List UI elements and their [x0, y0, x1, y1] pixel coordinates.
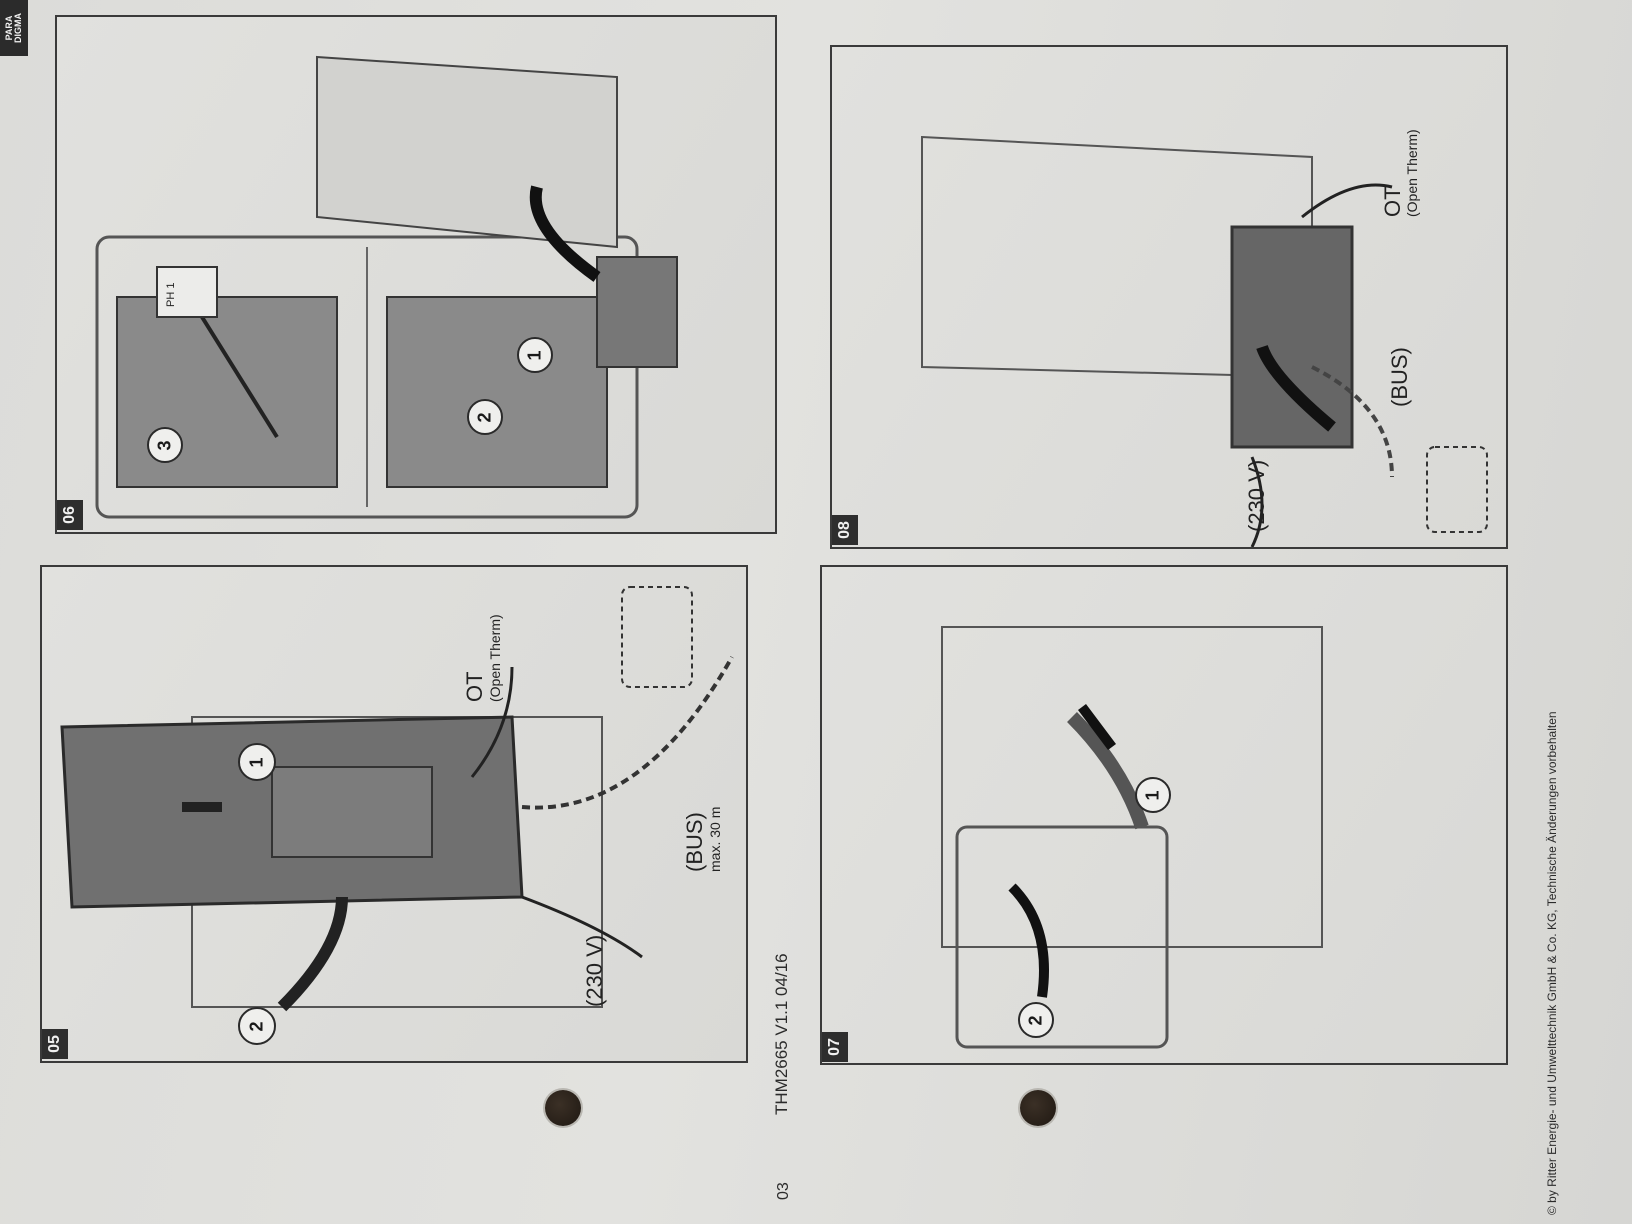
- panel-05: 05 1 2 (230 V) (BUS) max. 30 m OT (Open …: [40, 565, 748, 1063]
- label-bus: (BUS): [682, 812, 707, 872]
- arrow-install: [529, 185, 601, 282]
- callout-1: 1: [1135, 777, 1171, 813]
- callout-1: 1: [517, 337, 553, 373]
- bus-cable: [521, 656, 734, 810]
- callout-2: 2: [1018, 1002, 1054, 1038]
- punch-hole-top: [545, 1090, 581, 1126]
- copyright-notice: © by Ritter Energie- und Umwelttechnik G…: [1545, 711, 1559, 1215]
- panel-08: 08 (230 V) (BUS) OT (Open Therm): [830, 45, 1508, 549]
- arrow-rotate: [1008, 883, 1049, 998]
- punch-hole-bottom: [1020, 1090, 1056, 1126]
- detail-frame: [955, 825, 1169, 1049]
- label-ot: OT: [462, 671, 487, 702]
- callout-3: 3: [147, 427, 183, 463]
- arrow-release: [277, 896, 348, 1012]
- callout-2: 2: [238, 1007, 276, 1045]
- boiler-outline: [941, 626, 1323, 948]
- ot-cable: [470, 666, 514, 778]
- callout-1: 1: [238, 743, 276, 781]
- arrow-attach: [1256, 344, 1336, 432]
- power-cable: [1250, 456, 1264, 547]
- tool-icon-box: [156, 266, 218, 318]
- paradigma-logo: PARA DIGMA: [0, 0, 28, 56]
- panel-07: 07 1 2: [820, 565, 1508, 1065]
- page-number: 03: [775, 1182, 792, 1200]
- controller-cover: [1230, 225, 1354, 449]
- step-number-05: 05: [42, 1029, 68, 1059]
- illustration-hose-connection: [941, 626, 1323, 1049]
- step-number-08: 08: [832, 515, 858, 545]
- illustration-remove-cover: [60, 586, 734, 1012]
- controller-detail: [386, 296, 608, 488]
- label-bus-max: max. 30 m: [707, 806, 723, 872]
- label-ot: OT: [1380, 186, 1405, 217]
- step-number-07: 07: [822, 1032, 848, 1062]
- document-id: THM2665 V1.1 04/16: [772, 953, 791, 1115]
- power-cable: [521, 895, 643, 959]
- ot-cable: [1301, 183, 1393, 219]
- arrow-push: [1078, 704, 1116, 750]
- label-ot-full: (Open Therm): [487, 614, 503, 702]
- controller-module: [596, 256, 678, 368]
- room-unit: [621, 586, 693, 688]
- panel-06: 06 PH 1 1 2 3: [55, 15, 777, 534]
- label-230v: (230 V): [582, 934, 607, 1007]
- hose: [1067, 712, 1149, 830]
- boiler-housing: [316, 55, 618, 249]
- callout-2: 2: [467, 399, 503, 435]
- controller-housing: [116, 296, 338, 488]
- tool-label-ph1: PH 1: [165, 282, 177, 307]
- cover-window: [271, 766, 433, 858]
- detail-frame: [95, 235, 639, 519]
- label-ot-full: (Open Therm): [1404, 129, 1420, 217]
- bus-cable: [1311, 365, 1394, 478]
- step-number-06: 06: [57, 500, 83, 530]
- illustration-final-assembly: [921, 135, 1488, 547]
- label-bus: (BUS): [1387, 347, 1412, 407]
- room-unit: [1426, 446, 1488, 533]
- label-230v: (230 V): [1244, 459, 1269, 532]
